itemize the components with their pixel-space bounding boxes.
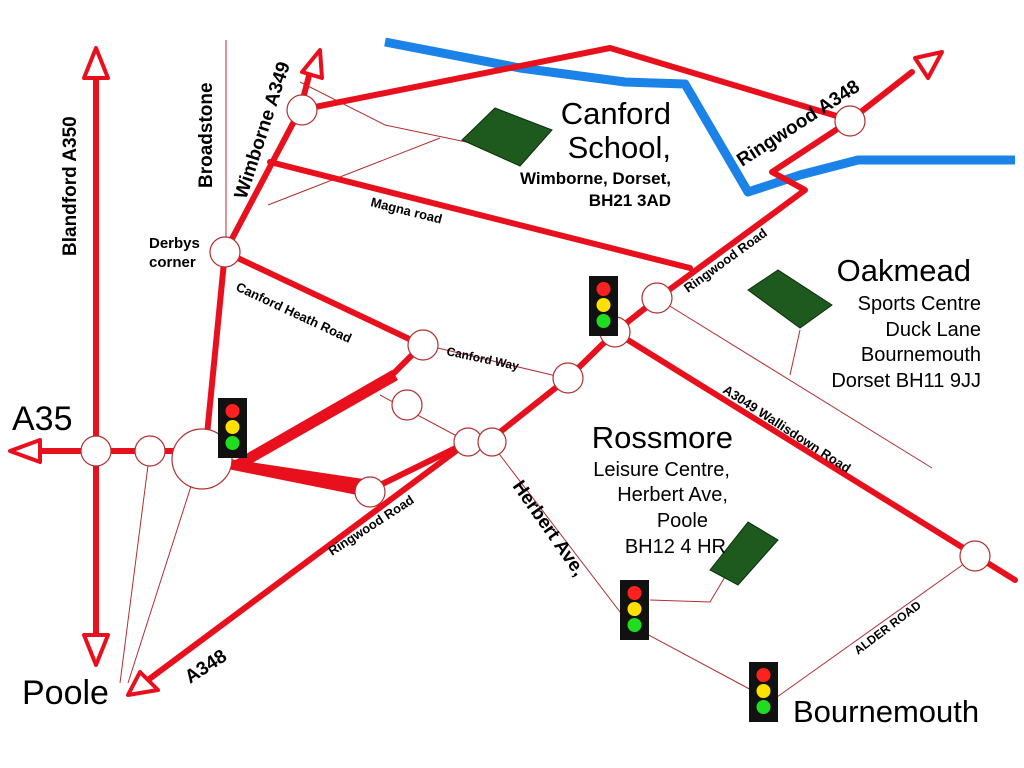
oakmead-address-line1: Sports Centre <box>858 293 981 315</box>
canford-address-line2: BH21 3AD <box>589 191 671 210</box>
place-a35: A35 <box>12 400 73 438</box>
rossmore-address-line4: BH12 4 HR <box>625 536 726 558</box>
rossmore-address-line2: Herbert Ave, <box>617 484 728 506</box>
rossmore-address-line3: Poole <box>657 510 708 532</box>
roundabouts <box>80 94 991 572</box>
place-derbys-line1: Derbys <box>149 235 200 252</box>
arrow-ne-a348 <box>913 50 944 80</box>
canford-heath-wedge <box>232 370 398 470</box>
road-label-canford-way: Canford Way <box>445 344 520 373</box>
thin-lanes <box>119 40 976 703</box>
traffic-light-4 <box>749 662 778 722</box>
oakmead-address-line2: Duck Lane <box>885 319 981 341</box>
oakmead-address-line4: Dorset BH11 9JJ <box>831 370 981 392</box>
place-poole: Poole <box>22 674 109 712</box>
place-bournemouth: Bournemouth <box>793 694 979 729</box>
canford-building <box>461 107 553 167</box>
river <box>384 37 1015 197</box>
rossmore-name: Rossmore <box>592 420 733 455</box>
road-label-alder-road: ALDER ROAD <box>851 598 924 658</box>
venue-buildings <box>461 107 833 586</box>
canford-name-line2: School, <box>568 130 671 165</box>
traffic-light-1 <box>218 398 247 458</box>
traffic-light-3 <box>620 580 649 640</box>
main-roads <box>37 45 1018 683</box>
oakmead-building <box>747 269 833 329</box>
arrow-south-a350 <box>82 633 110 667</box>
rossmore-building <box>709 521 779 586</box>
place-broadstone: Broadstone <box>196 82 217 188</box>
canford-address-line1: Wimborne, Dorset, <box>520 169 671 188</box>
road-label-wallisdown: A3049 Wallisdown Road <box>720 382 853 476</box>
arrow-north-a350 <box>82 46 110 80</box>
road-label-canford-heath: Canford Heath Road <box>234 279 354 346</box>
canford-name-line1: Canford <box>561 96 671 131</box>
venue-rossmore: Rossmore Leisure Centre, Herbert Ave, Po… <box>592 420 733 558</box>
arrow-heads <box>8 46 944 697</box>
arrow-sw-a348 <box>126 670 160 697</box>
oakmead-name: Oakmead <box>837 253 971 288</box>
road-label-herbert-ave: Herbert Ave, <box>508 477 589 580</box>
venue-oakmead: Oakmead Sports Centre Duck Lane Bournemo… <box>831 253 981 392</box>
rossmore-address-line1: Leisure Centre, <box>593 459 730 481</box>
arrow-west-a35 <box>8 438 42 464</box>
road-label-blandford: Blandford A350 <box>60 116 81 256</box>
venue-canford: Canford School, Wimborne, Dorset, BH21 3… <box>520 96 671 210</box>
oakmead-address-line3: Bournemouth <box>861 344 981 366</box>
arrow-north-a349 <box>300 48 324 80</box>
place-derbys-line2: corner <box>149 254 196 271</box>
traffic-light-2 <box>589 276 618 336</box>
